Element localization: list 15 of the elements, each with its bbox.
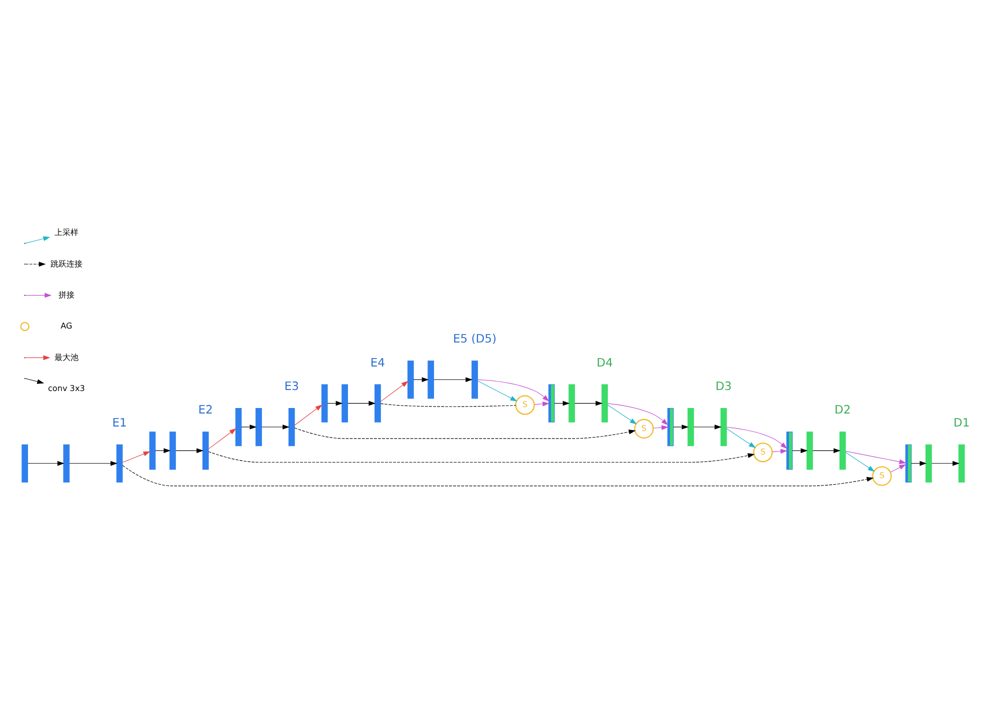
label: E2 (198, 402, 213, 416)
legend-label: conv 3x3 (48, 382, 85, 393)
label: D2 (834, 402, 851, 416)
label: D1 (953, 414, 970, 429)
legend-label: 跳跃连接 (50, 258, 82, 268)
legend-label: 拼接 (58, 288, 74, 299)
label: E4 (370, 354, 386, 369)
legend-label: 上采样 (54, 226, 78, 237)
legend-label: 最大池 (54, 351, 78, 362)
legend-label: AG (60, 320, 72, 330)
label: E1 (112, 414, 127, 429)
label: D4 (596, 354, 613, 369)
label: E5 (D5) (452, 331, 497, 346)
label: E3 (284, 378, 299, 393)
label: D3 (716, 378, 732, 393)
